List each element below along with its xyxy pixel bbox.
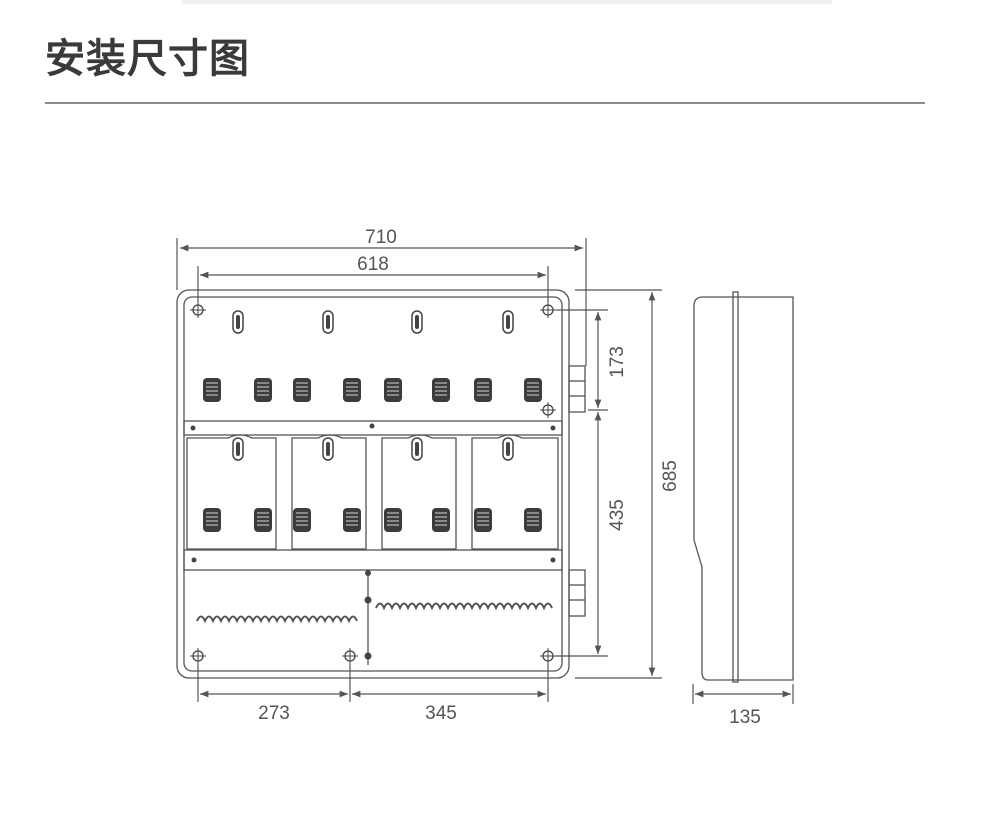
latch-icon [384,378,402,402]
slot-icon [502,437,514,461]
side-view-enclosure [693,291,794,683]
mounting-hole-icon [539,401,557,419]
latch-icon [524,508,542,532]
dim-label-135: 135 [729,707,761,728]
latch-icon [343,508,361,532]
hinge-top [568,365,586,413]
latch-icon [432,508,450,532]
dim-label-618: 618 [357,254,389,275]
mounting-hole-icon [341,647,359,665]
mounting-hole-icon [189,647,207,665]
front-view-enclosure [176,289,570,679]
dim-label-710: 710 [365,227,397,248]
latch-icon [384,508,402,532]
latch-icon [524,378,542,402]
title-divider [45,102,925,104]
mounting-hole-icon [539,647,557,665]
hinge-bottom [568,569,586,617]
meter-compartment-3 [381,434,457,550]
dim-label-345: 345 [425,703,457,724]
meter-compartment-4 [471,434,559,550]
terminal-strip-right [375,602,553,611]
slot-icon [502,310,514,334]
top-bar [182,0,832,4]
rivets [190,423,556,660]
latch-icon [293,508,311,532]
latch-icon [203,378,221,402]
dim-label-273: 273 [258,703,290,724]
latch-icon [254,508,272,532]
latch-icon [203,508,221,532]
latch-icon [474,508,492,532]
latch-icon [474,378,492,402]
latch-icon [254,378,272,402]
divider-rail-top [183,420,563,436]
slot-icon [232,437,244,461]
meter-compartment-1 [186,434,277,550]
slot-icon [322,310,334,334]
mounting-hole-icon [539,301,557,319]
slot-icon [411,310,423,334]
slot-icon [322,437,334,461]
dim-label-173: 173 [607,346,628,378]
mounting-hole-icon [189,301,207,319]
slot-icon [232,310,244,334]
divider-rail-bottom [183,549,563,571]
latch-icon [432,378,450,402]
terminal-strip-left [196,615,358,624]
latch-icon [343,378,361,402]
latch-icon [293,378,311,402]
meter-compartment-2 [291,434,367,550]
dim-label-435: 435 [607,499,628,531]
dim-label-685: 685 [660,460,681,492]
slot-icon [411,437,423,461]
page-title: 安装尺寸图 [45,36,250,82]
